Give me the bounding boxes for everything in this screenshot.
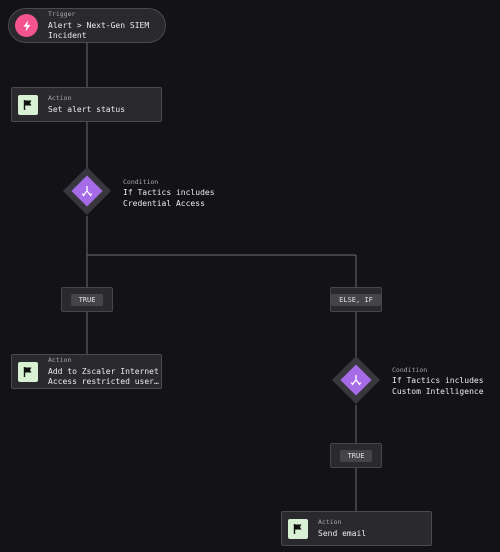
- branch-icon: [350, 375, 362, 386]
- flag-icon: [18, 94, 38, 115]
- trigger-node[interactable]: Trigger Alert > Next-Gen SIEM Incident: [8, 8, 166, 43]
- node-kind: Trigger: [48, 10, 76, 19]
- lightning-icon: [15, 14, 38, 37]
- branch-icon: [81, 186, 93, 197]
- node-title: Alert > Next-Gen SIEM Incident: [48, 20, 150, 40]
- condition-node-custom-intelligence[interactable]: [331, 355, 381, 405]
- node-kind: Condition: [392, 366, 428, 374]
- branch-else-if[interactable]: ELSE, IF: [330, 287, 382, 312]
- node-kind: Action: [318, 518, 342, 527]
- branch-label: TRUE: [339, 449, 373, 462]
- node-title: If Tactics includes Custom Intelligence: [392, 376, 484, 396]
- condition-node-credential-access[interactable]: [62, 166, 112, 216]
- branch-label: TRUE: [70, 293, 104, 306]
- action-node-add-to-zscaler[interactable]: Action Add to Zscaler Internet Access re…: [11, 354, 162, 389]
- branch-true-1[interactable]: TRUE: [61, 287, 113, 312]
- branch-true-2[interactable]: TRUE: [330, 443, 382, 468]
- node-title: Send email: [318, 528, 367, 538]
- node-title: If Tactics includes Credential Access: [123, 188, 215, 208]
- node-kind: Action: [48, 94, 72, 103]
- node-title: Add to Zscaler Internet Access restricte…: [48, 366, 159, 386]
- flag-icon: [288, 518, 308, 539]
- action-node-set-alert-status[interactable]: Action Set alert status: [11, 87, 162, 122]
- node-kind: Condition: [123, 178, 159, 186]
- action-node-send-email[interactable]: Action Send email: [281, 511, 432, 546]
- condition-label: Condition If Tactics includes Credential…: [123, 178, 253, 209]
- node-kind: Action: [48, 356, 72, 365]
- branch-label: ELSE, IF: [331, 293, 381, 306]
- condition-label: Condition If Tactics includes Custom Int…: [392, 366, 497, 397]
- node-title: Set alert status: [48, 104, 126, 114]
- flag-icon: [18, 361, 38, 382]
